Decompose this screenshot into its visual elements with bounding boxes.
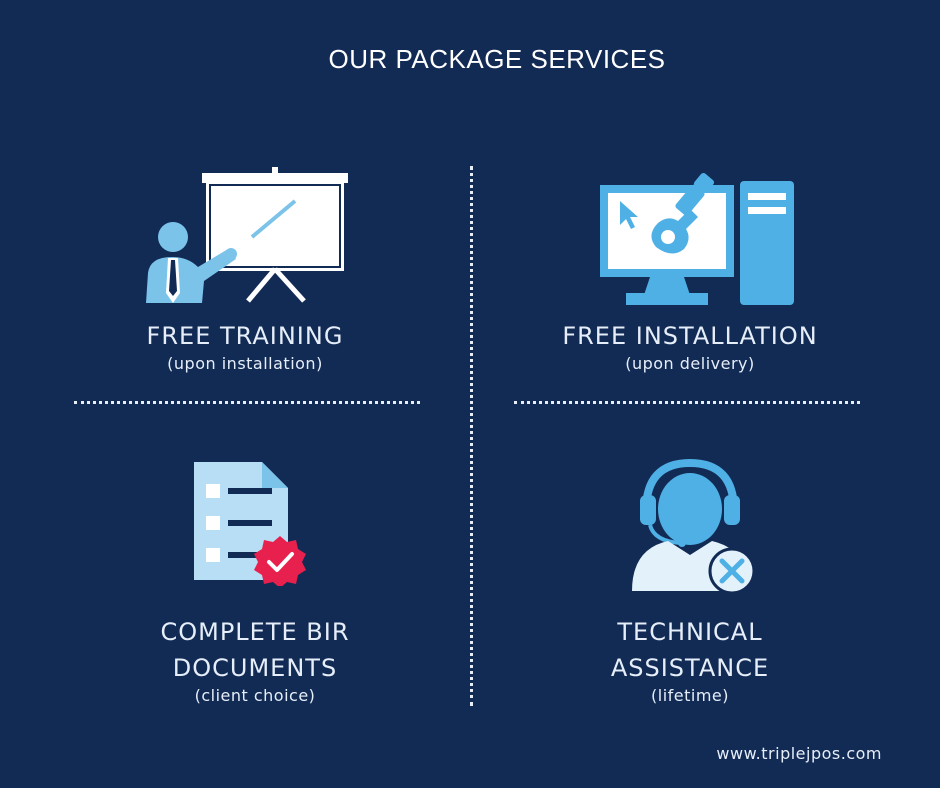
service-sublabel: (client choice) bbox=[194, 686, 316, 705]
website-link[interactable]: www.triplejpos.com bbox=[716, 744, 882, 763]
service-label-line2: DOCUMENTS bbox=[172, 654, 338, 682]
verified-badge-icon bbox=[254, 536, 306, 586]
service-label-line1: TECHNICAL bbox=[617, 618, 763, 646]
computer-repair-icon bbox=[600, 172, 794, 305]
service-sublabel: (upon installation) bbox=[167, 354, 323, 373]
presentation-board-icon bbox=[146, 167, 348, 303]
service-sublabel: (upon delivery) bbox=[625, 354, 755, 373]
service-label-line1: COMPLETE BIR bbox=[160, 618, 350, 646]
vertical-divider bbox=[470, 166, 473, 706]
page-title: OUR PACKAGE SERVICES bbox=[328, 44, 666, 74]
support-headset-icon bbox=[632, 458, 754, 593]
service-label: FREE INSTALLATION bbox=[562, 322, 818, 350]
horizontal-divider-right bbox=[514, 401, 860, 404]
service-label-line2: ASSISTANCE bbox=[610, 654, 770, 682]
checklist-document-icon bbox=[194, 462, 306, 586]
service-label: FREE TRAINING bbox=[146, 322, 344, 350]
horizontal-divider-left bbox=[74, 401, 420, 404]
service-sublabel: (lifetime) bbox=[651, 686, 729, 705]
